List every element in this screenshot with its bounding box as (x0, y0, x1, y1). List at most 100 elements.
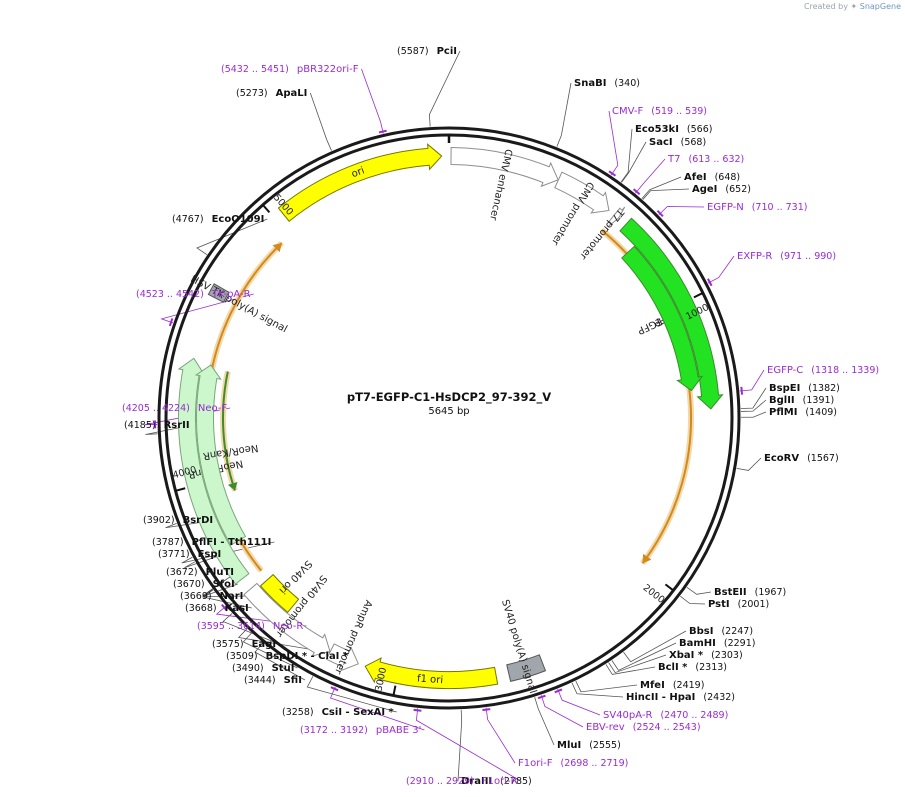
site-position-label: (3595 .. 3614) (197, 621, 265, 632)
enzyme-site-bspei[interactable]: BspEI(1382) (769, 383, 840, 394)
primer-mark (537, 694, 546, 700)
site-name-label: BglII (769, 395, 795, 406)
enzyme-site-rsrii[interactable]: (4185)RsrII (124, 420, 190, 431)
enzyme-site-snabi[interactable]: SnaBI(340) (574, 78, 640, 89)
enzyme-site-eagi[interactable]: (3575)EagI (212, 639, 276, 650)
primer-site-exfp-r[interactable]: EXFP-R(971 .. 990) (737, 251, 836, 262)
feature-sv40-promoter (243, 582, 331, 657)
site-name-label: Neo-F (198, 403, 228, 414)
site-name-label: BspEI (769, 383, 800, 394)
site-name-label: Neo-R (273, 621, 304, 632)
enzyme-site-pflfi-tth111i[interactable]: (3787)PflFI - Tth111I (152, 537, 271, 548)
site-position-label: (3509) (226, 651, 258, 662)
enzyme-site-bamhi[interactable]: BamHI(2291) (679, 638, 755, 649)
enzyme-site-fspi[interactable]: (3771)FspI (158, 549, 221, 560)
site-name-label: pBABE 3' (376, 725, 422, 736)
site-position-label: (4185) (124, 420, 156, 431)
site-name-label: AfeI (684, 172, 707, 183)
site-name-label: MluI (557, 740, 581, 751)
site-leader-line (534, 697, 555, 746)
site-name-label: StuI (272, 663, 295, 674)
site-name-label: T7 (667, 154, 680, 165)
site-name-label: BamHI (679, 638, 716, 649)
enzyme-site-xbai[interactable]: XbaI *(2303) (669, 650, 743, 661)
scale-tick (262, 204, 271, 214)
enzyme-site-hincii-hpai[interactable]: HincII - HpaI(2432) (626, 692, 735, 703)
primer-site-egfp-c[interactable]: EGFP-C(1318 .. 1339) (767, 365, 879, 376)
site-leader-line (330, 686, 425, 731)
enzyme-site-apali[interactable]: (5273)ApaLI (236, 88, 307, 99)
plasmid-name: pT7-EGFP-C1-HsDCP2_97-392_V (347, 390, 551, 405)
primer-site-egfp-n[interactable]: EGFP-N(710 .. 731) (707, 202, 807, 213)
enzyme-site-saci[interactable]: SacI(568) (649, 137, 706, 148)
site-position-label: (568) (681, 137, 707, 148)
primer-site-f1ori-r[interactable]: (2910 .. 2929)F1ori-R (406, 776, 518, 787)
site-position-label: (4205 .. 4224) (122, 403, 190, 414)
enzyme-site-bcli[interactable]: BclI *(2313) (658, 662, 727, 673)
primer-site-ebv-rev[interactable]: EBV-rev(2524 .. 2543) (586, 722, 701, 733)
enzyme-site-bsrdi[interactable]: (3902)BsrDI (143, 515, 213, 526)
site-name-label: EXFP-R (737, 251, 772, 262)
enzyme-site-stui[interactable]: (3490)StuI (232, 663, 294, 674)
enzyme-site-agei[interactable]: AgeI (652) (692, 184, 751, 195)
enzyme-site-ecorv[interactable]: EcoRV(1567) (764, 453, 839, 464)
enzyme-site-eco53ki[interactable]: Eco53kI(566) (635, 124, 712, 135)
site-name-label: EagI (252, 639, 276, 650)
enzyme-site-draiii[interactable]: DraIII(2785) (461, 776, 532, 787)
scale-tick-label: 3000 (374, 666, 390, 692)
credit-prefix: Created by (803, 2, 848, 11)
enzyme-site-pluti[interactable]: (3672)PluTI (166, 567, 234, 578)
enzyme-site-mfei[interactable]: MfeI(2419) (640, 680, 704, 691)
enzyme-site-mlui[interactable]: MluI(2555) (557, 740, 621, 751)
primer-mark (378, 129, 387, 134)
site-name-label: AgeI (692, 184, 717, 195)
enzyme-site-sfii[interactable]: (3444)SfiI (244, 675, 302, 686)
site-name-label: HincII - HpaI (626, 692, 695, 703)
feature-label-t7-promoter: T7 promoter (577, 206, 626, 262)
enzyme-site-psti[interactable]: PstI(2001) (708, 599, 769, 610)
site-leader-line (740, 411, 767, 418)
site-position-label: (566) (687, 124, 713, 135)
site-name-label: PciI (437, 46, 457, 57)
site-leader-line (575, 680, 638, 693)
primer-mark (168, 318, 174, 327)
enzyme-site-pcii[interactable]: (5587) PciI (397, 46, 457, 57)
primer-site-sv40pa-r[interactable]: SV40pA-R(2470 .. 2489) (603, 710, 728, 721)
primer-site-pbabe-3[interactable]: (3172 .. 3192)pBABE 3' (300, 725, 421, 736)
primer-site-tk-pa-r[interactable]: (4523 .. 4542)TK-pA-R (136, 289, 251, 300)
site-leader-line (641, 176, 682, 199)
site-leader-line (642, 188, 690, 200)
enzyme-site-ecoo109i[interactable]: (4767)EcoO109I (172, 214, 264, 225)
site-position-label: (652) (725, 184, 751, 195)
enzyme-site-afei[interactable]: AfeI(648) (684, 172, 740, 183)
enzyme-site-csii-sexai[interactable]: (3258)CsiI - SexAI * (282, 707, 395, 718)
feature-sv40-ori (259, 573, 300, 613)
primer-site-t7[interactable]: T7(613 .. 632) (667, 154, 744, 165)
enzyme-site-sfoi[interactable]: (3670)SfoI (173, 579, 235, 590)
site-position-label: (2910 .. 2929) (406, 776, 474, 787)
site-position-label: (5587) (397, 46, 429, 57)
enzyme-site-bsteii[interactable]: BstEII(1967) (714, 587, 786, 598)
site-position-label: (5273) (236, 88, 268, 99)
primer-site-f1ori-f[interactable]: F1ori-F(2698 .. 2719) (518, 758, 628, 769)
enzyme-site-bbsi[interactable]: BbsI(2247) (689, 626, 753, 637)
enzyme-site-bspdi-clai[interactable]: (3509)BspDI * - ClaI * (226, 651, 349, 662)
feature-label-egfp-inner: EGFP (636, 315, 664, 336)
site-position-label: (340) (614, 78, 640, 89)
site-leader-line (620, 128, 633, 183)
site-leader-line (145, 424, 193, 435)
enzyme-site-nari[interactable]: (3669)NarI (180, 591, 243, 602)
primer-site-cmv-f[interactable]: CMV-F(519 .. 539) (612, 106, 707, 117)
primer-site-neo-f[interactable]: (4205 .. 4224) Neo-F (122, 403, 227, 414)
enzyme-site-pflmi[interactable]: PflMI(1409) (769, 407, 837, 418)
orf-neo-arrowhead (272, 242, 282, 253)
site-leader-line (196, 218, 268, 256)
site-leader-line (736, 457, 762, 471)
enzyme-site-kasi[interactable]: (3668)KasI (185, 603, 249, 614)
primer-site-pbr322ori-f[interactable]: (5432 .. 5451)pBR322ori-F (221, 64, 359, 75)
site-position-label: (1967) (755, 587, 787, 598)
feature-label-f1-ori: f1 ori (417, 673, 444, 686)
primer-site-neo-r[interactable]: (3595 .. 3614) Neo-R (197, 621, 303, 632)
enzyme-site-bglii[interactable]: BglII(1391) (769, 395, 834, 406)
scale-tick (664, 583, 674, 592)
